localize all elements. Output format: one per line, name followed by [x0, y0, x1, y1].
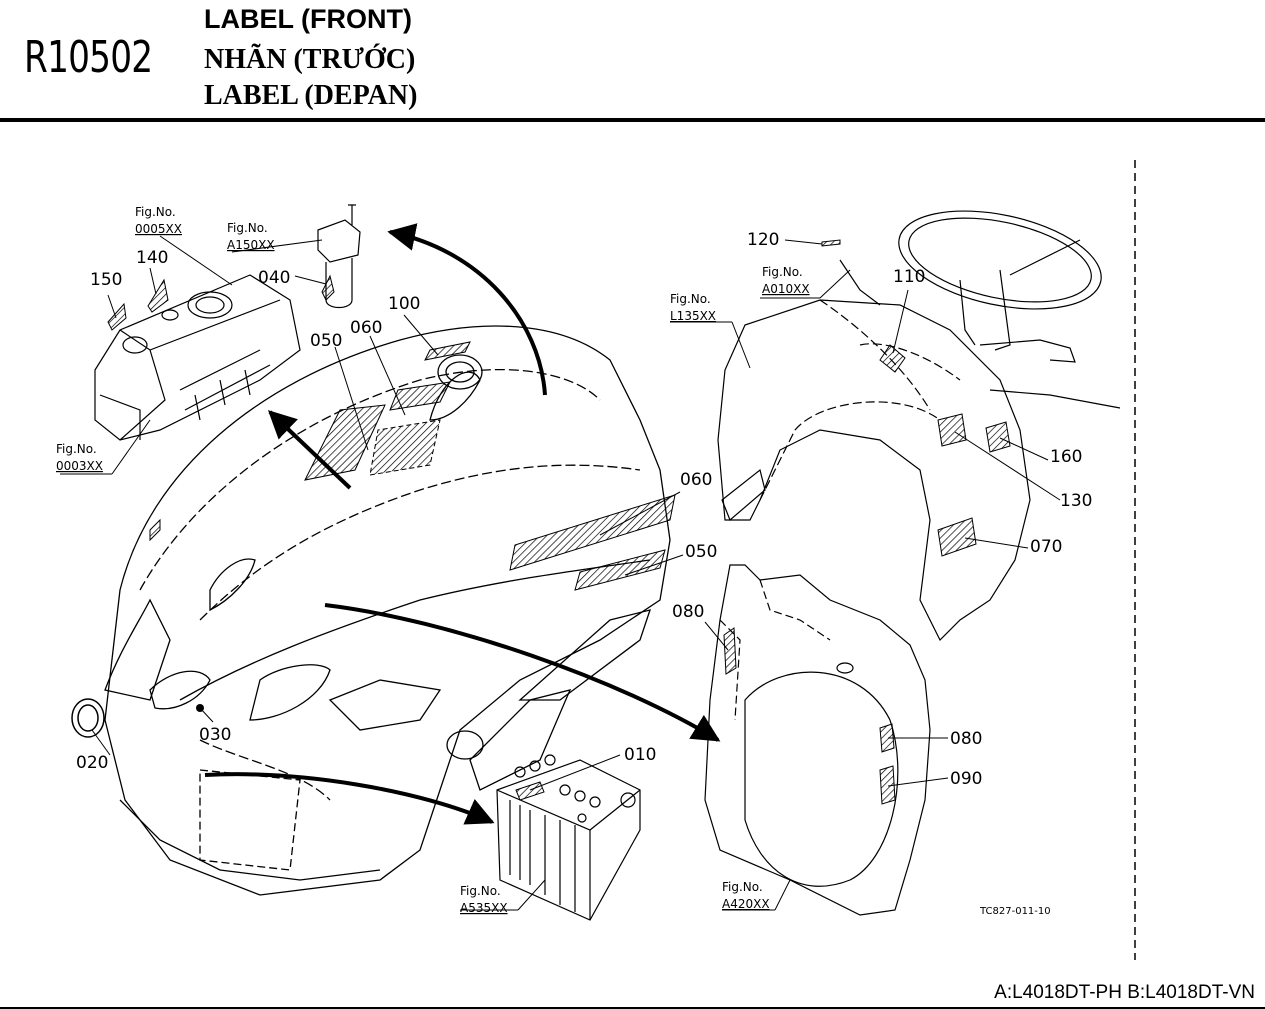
- callout-numbers: 150 140 040 050 060 100 060 050 020 030 …: [76, 230, 1092, 789]
- leader-lines: [60, 235, 1061, 911]
- label-070: [937, 517, 977, 557]
- hood-labels: [149, 341, 676, 591]
- label-150: [107, 302, 127, 331]
- label-120: [821, 239, 841, 247]
- title-ms: LABEL (DEPAN): [204, 80, 418, 111]
- callout-050-side: 050: [685, 542, 717, 562]
- drawing-id: TC827-011-10: [979, 906, 1051, 917]
- label-110: [879, 344, 906, 373]
- battery-drawing: [496, 754, 641, 921]
- figref-a150-no: A150XX: [227, 238, 275, 252]
- figref-a150-label: Fig.No.: [227, 221, 268, 235]
- figref-a535-label: Fig.No.: [460, 884, 501, 898]
- callout-010: 010: [624, 745, 656, 765]
- label-140: [147, 278, 169, 313]
- callout-120: 120: [747, 230, 779, 250]
- footer-models: A:L4018DT-PH B:L4018DT-VN: [994, 982, 1255, 1003]
- header-rule: [0, 118, 1265, 122]
- figref-0003-no: 0003XX: [56, 459, 103, 473]
- label-160: [985, 421, 1011, 453]
- figref-a535-no: A535XX: [460, 901, 508, 915]
- callout-080-upper: 080: [672, 602, 704, 622]
- footer-rule: [0, 1007, 1265, 1009]
- label-040: [321, 274, 335, 301]
- callout-040: 040: [258, 268, 290, 288]
- callout-060-side: 060: [680, 470, 712, 490]
- figref-0003-label: Fig.No.: [56, 442, 97, 456]
- callout-030: 030: [199, 725, 231, 745]
- label-080-upper: [723, 627, 737, 675]
- part-code: R10502: [24, 32, 153, 83]
- figref-l135-label: Fig.No.: [670, 292, 711, 306]
- callout-110: 110: [893, 267, 925, 287]
- label-090: [879, 765, 896, 805]
- callout-080-lower: 080: [950, 729, 982, 749]
- title-vi: NHÃN (TRƯỚC): [204, 44, 416, 75]
- engine-drawing: [94, 274, 301, 441]
- label-010: [515, 781, 545, 801]
- label-080-lower: [879, 723, 895, 753]
- callout-160: 160: [1050, 447, 1082, 467]
- callout-020: 020: [76, 753, 108, 773]
- callout-070: 070: [1030, 537, 1062, 557]
- figref-0005-label: Fig.No.: [135, 205, 176, 219]
- callout-050-top: 050: [310, 331, 342, 351]
- label-130: [937, 413, 967, 447]
- direction-arrows: [204, 223, 721, 825]
- emblem-020: [71, 698, 105, 738]
- figref-l135-no: L135XX: [670, 309, 716, 323]
- callout-100: 100: [388, 294, 420, 314]
- hood-drawing: [104, 325, 671, 896]
- figref-a010-no: A010XX: [762, 282, 810, 296]
- figref-0005-no: 0005XX: [135, 222, 182, 236]
- figure-references: Fig.No. 0005XX Fig.No. A150XX Fig.No. 00…: [56, 205, 810, 915]
- callout-140: 140: [136, 248, 168, 268]
- callout-090: 090: [950, 769, 982, 789]
- callout-060-top: 060: [350, 318, 382, 338]
- figref-a420-no: A420XX: [722, 897, 770, 911]
- callout-130: 130: [1060, 491, 1092, 511]
- dash-panel-drawing: [717, 210, 1121, 642]
- side-panel-drawing: [704, 564, 931, 916]
- figref-a420-label: Fig.No.: [722, 880, 763, 894]
- callout-150: 150: [90, 270, 122, 290]
- figref-a010-label: Fig.No.: [762, 265, 803, 279]
- title-en: LABEL (FRONT): [204, 4, 412, 34]
